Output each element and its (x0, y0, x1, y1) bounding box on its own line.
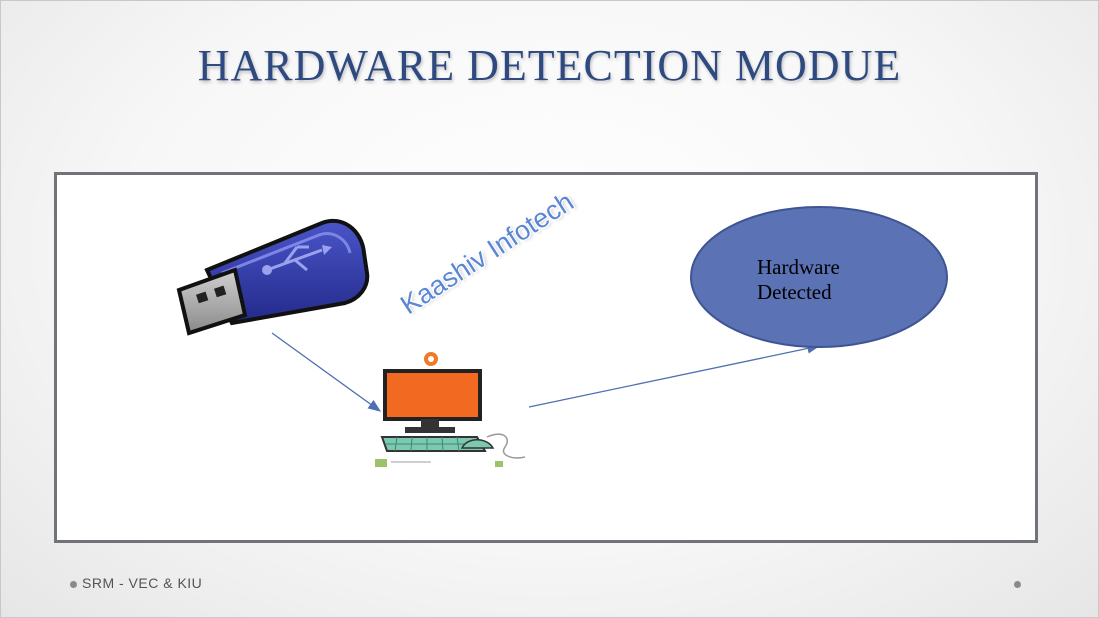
footer-text: SRM - VEC & KIU (82, 575, 203, 591)
usb-drive-icon (176, 218, 370, 336)
arrow-usb-to-computer (271, 332, 382, 412)
page-number-dot-icon (1014, 581, 1021, 588)
diagram-canvas (176, 206, 948, 467)
arrow-computer-to-result (528, 343, 821, 408)
slide-title: HARDWARE DETECTION MODUE (197, 41, 902, 90)
footer-bullet-icon (70, 581, 77, 588)
diagram-box: Hardware Detected Kaashiv Infotech (54, 172, 1038, 543)
hardware-detected-label: Hardware Detected (757, 255, 840, 304)
hardware-detected-ellipse (690, 206, 948, 348)
desktop-computer-icon (375, 352, 526, 467)
